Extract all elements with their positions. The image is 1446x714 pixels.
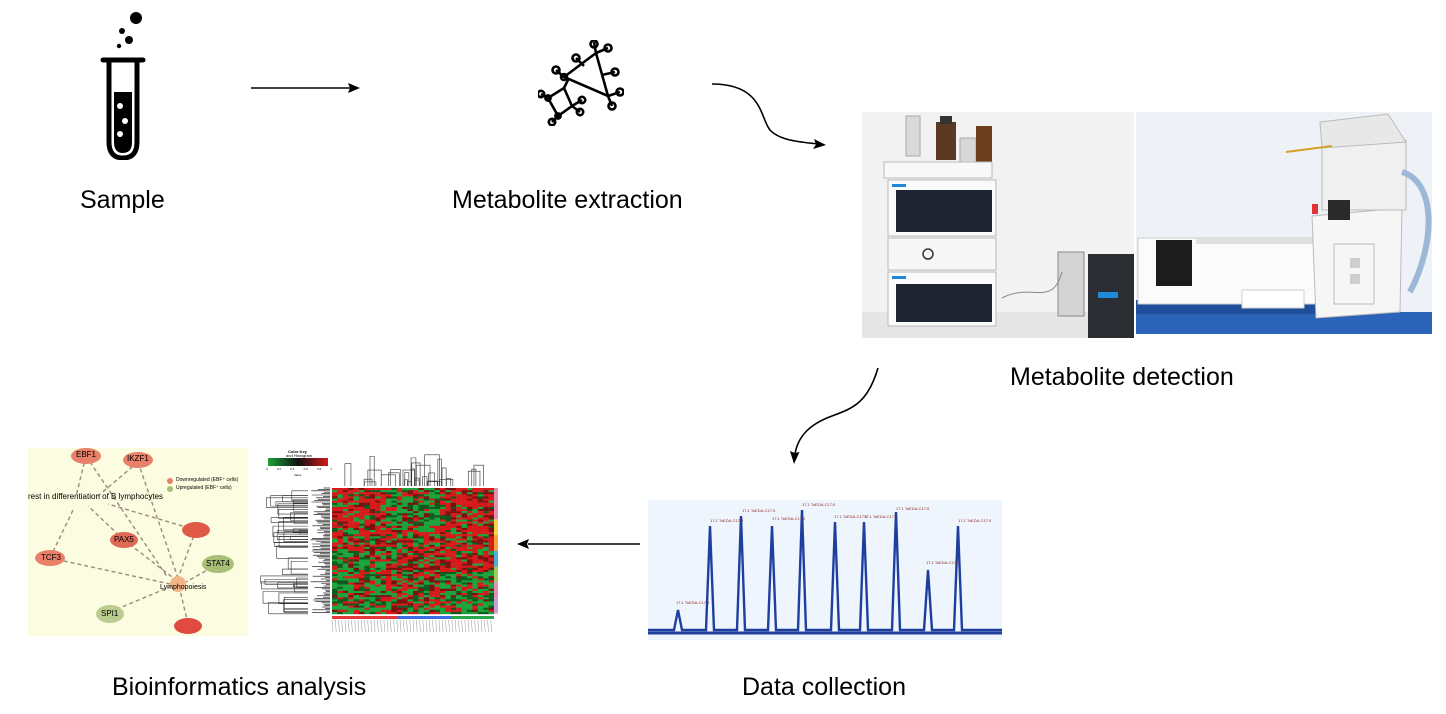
curved-arrow-down-icon (784, 366, 884, 466)
arrow-left-icon (514, 534, 642, 554)
svg-text:17.1 ToEDA-C17:0: 17.1 ToEDA-C17:0 (802, 502, 836, 507)
node-label: IKZF1 (127, 454, 149, 463)
step-label-extraction: Metabolite extraction (452, 186, 683, 214)
svg-text:17.1 ToEDA-C17:0: 17.1 ToEDA-C17:0 (864, 514, 898, 519)
heatmap-image: Color Key and Histogram Value 0 0.2 0.4 … (252, 448, 500, 636)
step-label-collection: Data collection (742, 673, 906, 701)
test-tube-icon (96, 10, 156, 160)
node-label: TCF3 (41, 553, 61, 562)
svg-text:17.1 ToEDA-C17:0: 17.1 ToEDA-C17:0 (834, 514, 868, 519)
ms-instrument-photo (1136, 112, 1432, 334)
svg-text:17.1 ToEDA-C17:0: 17.1 ToEDA-C17:0 (772, 516, 806, 521)
color-key-subtitle: and Histogram (286, 453, 313, 458)
step-label-analysis: Bioinformatics analysis (112, 673, 367, 701)
tick-label: 0.6 (303, 467, 308, 471)
chromatogram-image: 17.1 ToEDA-C17:0 17.1 ToEDA-C17:0 17.1 T… (648, 500, 1002, 640)
svg-text:17.1 ToEDA-C17:0: 17.1 ToEDA-C17:0 (896, 506, 930, 511)
svg-text:17.1 ToEDA-C17:0: 17.1 ToEDA-C17:0 (676, 600, 710, 605)
curved-arrow-icon (708, 78, 832, 154)
node-label: PAX5 (114, 535, 134, 544)
arrow-right-icon (250, 78, 362, 98)
legend-down: Downregulated (EBF⁺ cells) (176, 477, 239, 483)
legend-up: Upregulated (EBF⁺ cells) (176, 485, 232, 491)
lc-instrument-photo (862, 112, 1134, 338)
step-label-detection: Metabolite detection (1010, 363, 1234, 391)
pathway-network-image: EBF1 IKZF1 PAX5 TCF3 STAT4 SPI1 Lymphopo… (28, 448, 248, 636)
node-label: SPI1 (101, 609, 119, 618)
node-label: EBF1 (76, 450, 97, 459)
tick-label: 0.4 (290, 467, 295, 471)
step-label-sample: Sample (80, 186, 165, 214)
tick-label: 0.2 (276, 467, 282, 471)
molecule-icon (538, 40, 624, 126)
color-key-title: Color Key (288, 449, 307, 454)
tick-label: 1 (330, 467, 332, 471)
tick-label: 0.8 (316, 467, 322, 471)
network-title: rest in differentiation of B lymphocytes (28, 492, 164, 501)
color-key-ticks: 0 0.2 0.4 0.6 0.8 1 (266, 467, 332, 471)
tick-label: 0 (266, 467, 268, 471)
svg-text:17.1 ToEDA-C17:0: 17.1 ToEDA-C17:0 (926, 560, 960, 565)
color-key-xlabel: Value (294, 473, 302, 477)
svg-text:17.1 ToEDA-C17:0: 17.1 ToEDA-C17:0 (710, 518, 744, 523)
svg-text:17.1 ToEDA-C17:0: 17.1 ToEDA-C17:0 (742, 508, 776, 513)
svg-text:17.1 ToEDA-C17:0: 17.1 ToEDA-C17:0 (958, 518, 992, 523)
node-label: STAT4 (206, 559, 230, 568)
node-label: Lymphopoiesis (160, 584, 207, 591)
